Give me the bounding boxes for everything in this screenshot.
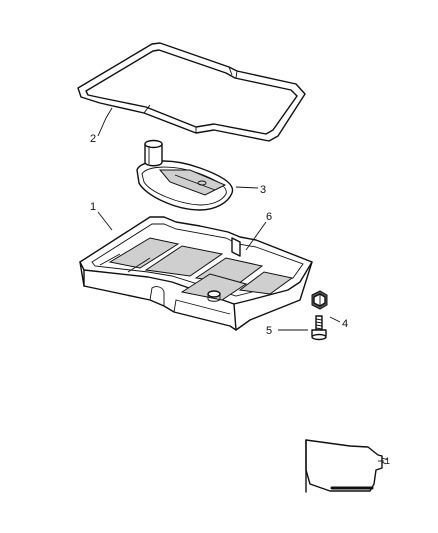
callout-4: 4 <box>342 318 348 330</box>
callout-1: 1 <box>90 201 96 213</box>
clip <box>311 290 328 310</box>
bolt <box>311 315 327 341</box>
callout-5: 5 <box>266 325 272 337</box>
callout-3: 3 <box>260 184 266 196</box>
filter <box>136 139 234 211</box>
callout-2: 2 <box>90 133 96 145</box>
inset-callout: 1 <box>385 456 390 466</box>
leader-lines <box>97 107 341 331</box>
gasket <box>77 42 306 142</box>
oil-pan <box>79 216 313 331</box>
callout-6: 6 <box>266 211 272 223</box>
inset-locator: 1 <box>305 439 390 493</box>
